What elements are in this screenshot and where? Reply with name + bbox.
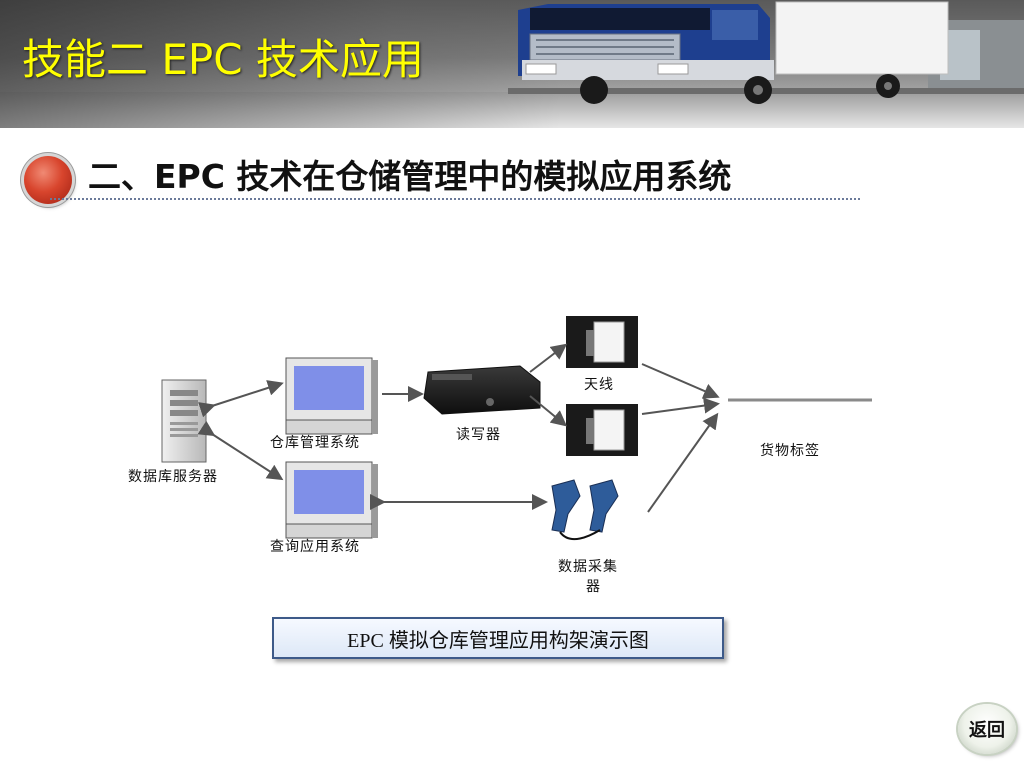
truck-image (508, 1, 1024, 104)
label-query-system: 查询应用系统 (270, 539, 360, 555)
label-db-server: 数据库服务器 (128, 469, 218, 485)
handheld-scanner-icon (551, 479, 619, 541)
monitor-icon (285, 461, 378, 539)
label-reader: 读写器 (456, 427, 501, 443)
antenna-icon (566, 404, 638, 456)
back-button[interactable]: 返回 (958, 704, 1016, 754)
heading-divider (50, 198, 860, 200)
section-heading: 二、EPC 技术在仓储管理中的模拟应用系统 (88, 157, 732, 196)
label-antenna: 天线 (584, 377, 614, 393)
label-warehouse-system: 仓库管理系统 (270, 435, 360, 451)
header-banner: 技能二 EPC 技术应用 (0, 0, 1024, 128)
banner-shade (0, 0, 560, 128)
architecture-diagram: 数据库服务器 仓库管理系统 查询应用系统 读写器 天线 数据采集 器 货物标签 (120, 300, 900, 600)
label-goods-tag: 货物标签 (760, 443, 820, 459)
label-data-collector: 数据采集 (558, 559, 618, 575)
reader-device-icon (423, 365, 541, 415)
server-icon (161, 379, 207, 463)
monitor-icon (285, 357, 378, 435)
red-bullet-icon (24, 156, 72, 204)
diagram-caption: EPC 模拟仓库管理应用构架演示图 (272, 617, 724, 659)
slide-title: 技能二 EPC 技术应用 (22, 35, 424, 84)
antenna-icon (566, 316, 638, 368)
diagram-graphics (161, 316, 872, 541)
label-data-collector-suffix: 器 (586, 579, 601, 595)
